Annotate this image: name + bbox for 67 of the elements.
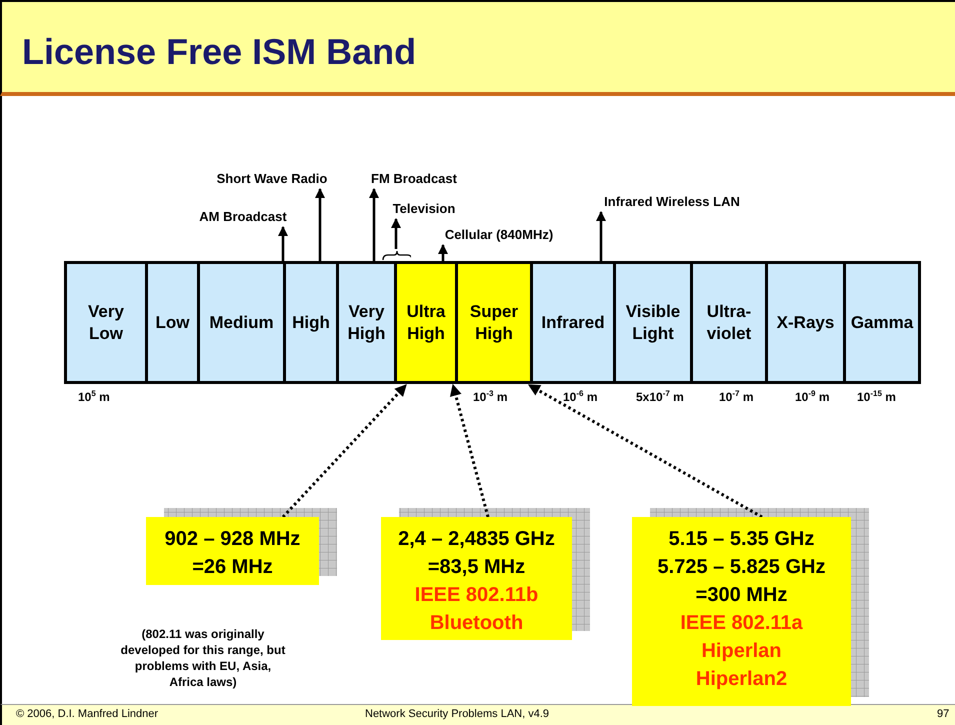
spectrum-band [613, 261, 693, 384]
arrow [438, 244, 448, 261]
frequency-range: =300 MHz [696, 583, 788, 608]
dotted-arrow [282, 384, 408, 518]
frequency-range: 2,4 – 2,4835 GHz [398, 527, 555, 552]
spectrum-band [336, 261, 397, 384]
brace [382, 249, 411, 260]
band-name: Visible Light [624, 300, 682, 344]
band-name: Low [156, 312, 190, 334]
band-name: High [292, 312, 330, 334]
spectrum-band [197, 261, 286, 384]
frequency-box [632, 517, 851, 706]
band-name: Infrared [541, 312, 605, 334]
spectrum-band [765, 261, 846, 384]
spectrum-band [64, 261, 148, 384]
standard-name: Bluetooth [430, 611, 524, 636]
arrow [596, 211, 606, 261]
service-name: Infrared Wireless LAN [603, 194, 741, 210]
frequency-range: 5.725 – 5.825 GHz [658, 555, 826, 580]
spectrum-band [455, 261, 533, 384]
service-name: FM Broadcast [370, 171, 458, 187]
arrow [391, 218, 401, 249]
spectrum-band [843, 261, 921, 384]
band-name: Super High [468, 300, 520, 344]
wavelength-label: 10$^{-9}$ m [795, 389, 830, 404]
frequency-box [381, 517, 572, 640]
band-name: X-Rays [776, 312, 834, 334]
frequency-range: =26 MHz [192, 555, 273, 580]
wavelength-label: 10$^{-15}$ m [857, 389, 896, 404]
band-name: Ultra-violet [706, 300, 752, 344]
band-name: Very High [346, 300, 386, 344]
dotted-arrow [450, 384, 490, 518]
arrow [315, 188, 325, 261]
frequency-range: =83,5 MHz [428, 555, 526, 580]
spectrum-band [283, 261, 339, 384]
spectrum-band [530, 261, 616, 384]
standard-name: Hiperlan [701, 639, 782, 664]
band-name: Medium [209, 312, 274, 334]
wavelength-label: 5x10$^{-7}$ m [636, 389, 684, 404]
spectrum-band [690, 261, 768, 384]
service-name: Short Wave Radio [216, 171, 328, 187]
copyright-text: © 2006, D.I. Manfred Lindner [16, 708, 158, 720]
page-number: 97 [937, 708, 950, 720]
standard-name: IEEE 802.11a [680, 611, 803, 636]
footer-title: Network Security Problems LAN, v4.9 [365, 708, 550, 720]
frequency-range: 902 – 928 MHz [164, 527, 300, 552]
standard-name: IEEE 802.11b [414, 583, 538, 608]
wavelength-label: 10$^{-6}$ m [563, 389, 598, 404]
arrow [369, 188, 379, 261]
dotted-arrow [528, 384, 763, 518]
band-name: Very Low [87, 300, 125, 344]
wavelength-label: 10$^{-3}$ m [473, 389, 508, 404]
frequency-range: 5.15 – 5.35 GHz [668, 527, 814, 552]
spectrum-band [145, 261, 200, 384]
band-name: Ultra High [406, 300, 446, 344]
arrow [278, 226, 288, 261]
service-name: Cellular (840MHz) [444, 227, 554, 243]
slide-title: License Free ISM Band [22, 30, 416, 74]
spectrum-band [394, 261, 458, 384]
wavelength-label: 10$^{5}$ m [78, 389, 110, 404]
footnote: (802.11 was originally developed for this range, but problems with EU, Asia, Africa laws) [120, 626, 286, 690]
service-name: Television [392, 201, 456, 217]
frequency-box [146, 517, 319, 585]
wavelength-label: 10$^{-7}$ m [719, 389, 754, 404]
service-name: AM Broadcast [198, 209, 288, 225]
band-name: Gamma [850, 312, 914, 334]
standard-name: Hiperlan2 [696, 667, 788, 692]
